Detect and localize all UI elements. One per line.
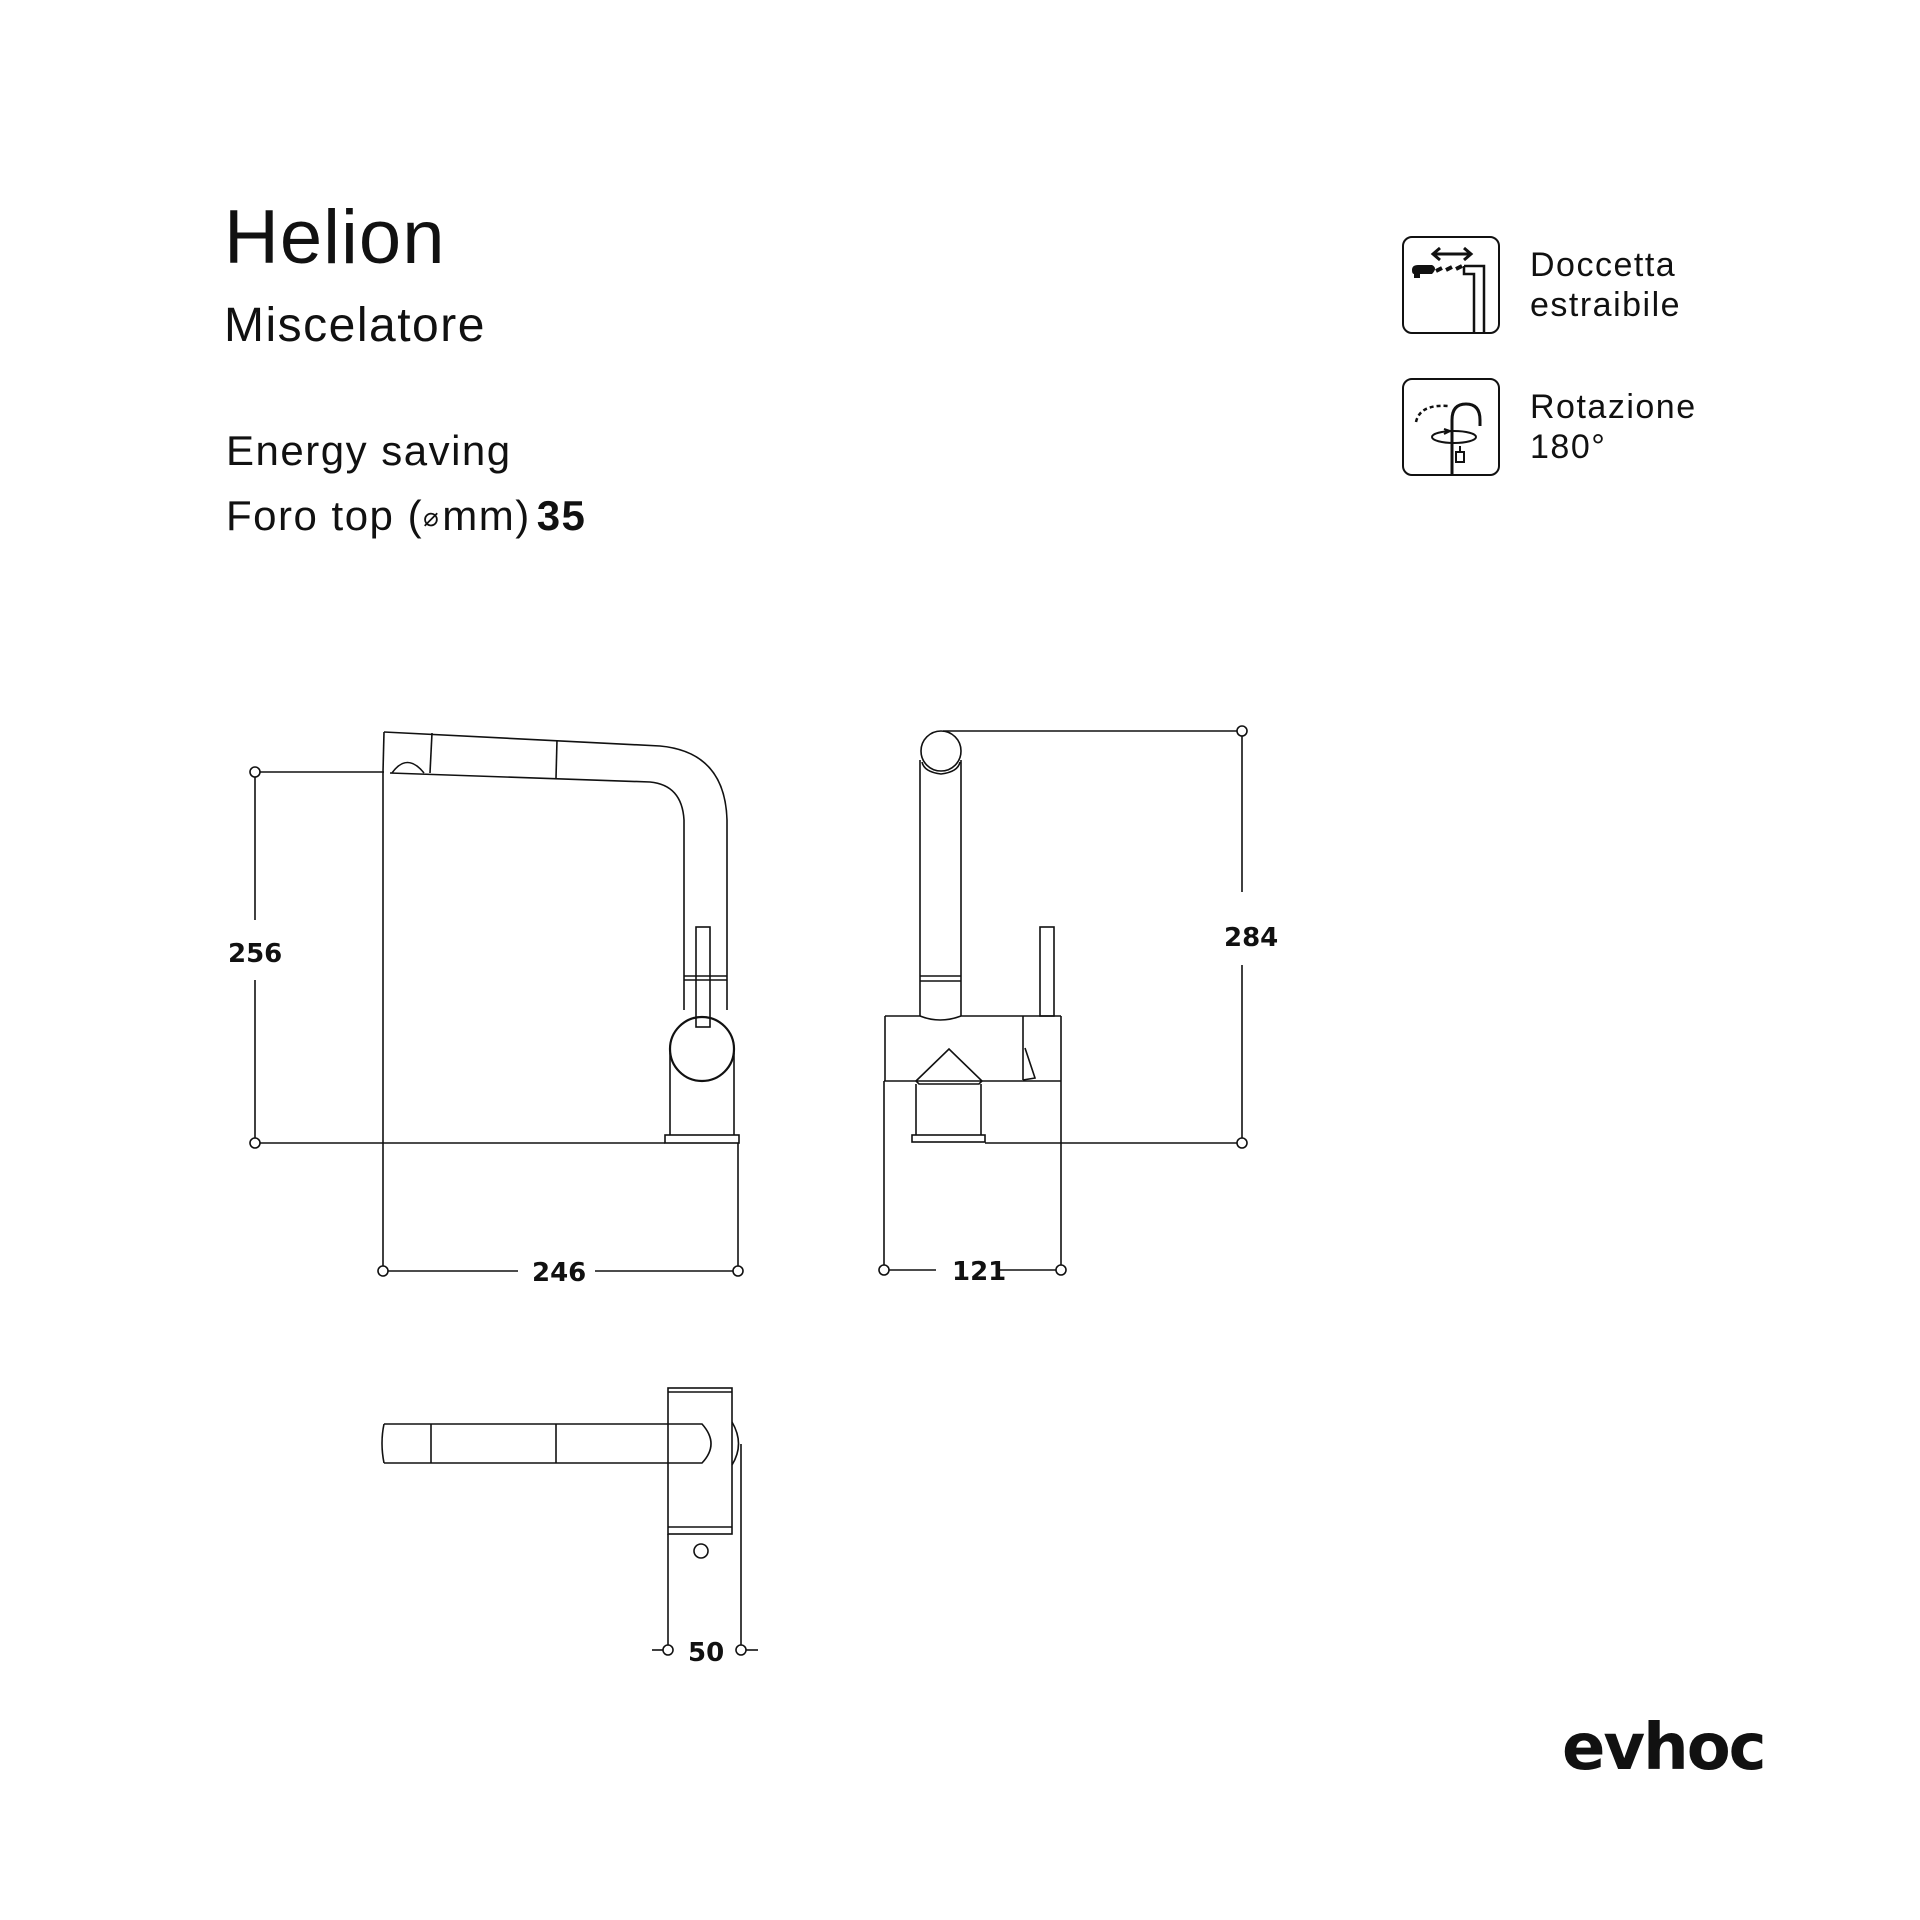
product-name: Helion xyxy=(224,195,446,280)
feature-pull-out-spray: Doccetta estraibile xyxy=(1402,236,1681,334)
diameter-icon: ⌀ xyxy=(423,502,441,532)
rotation-180-icon xyxy=(1402,378,1500,476)
pull-out-spray-icon xyxy=(1402,236,1500,334)
side-view xyxy=(878,725,1248,1276)
feature-label: Doccetta estraibile xyxy=(1530,246,1682,324)
spec-hole-diameter: Foro top (⌀mm)35 xyxy=(226,495,586,537)
hole-label: Foro top ( xyxy=(226,492,424,539)
feature-rotation-180: Rotazione 180° xyxy=(1402,378,1697,476)
top-view xyxy=(381,1387,758,1656)
dim-side-depth: 121 xyxy=(952,1257,1006,1287)
hole-value: 35 xyxy=(536,492,587,539)
spec-energy-saving: Energy saving xyxy=(226,427,512,474)
dim-side-height: 284 xyxy=(1224,923,1278,953)
feature-label: Rotazione 180° xyxy=(1530,388,1697,466)
brand-logo: evhoc xyxy=(1562,1711,1767,1785)
front-view xyxy=(249,731,744,1277)
product-type: Miscelatore xyxy=(224,299,486,352)
hole-unit: mm) xyxy=(442,492,531,539)
dim-front-reach: 246 xyxy=(532,1258,586,1288)
dim-front-height: 256 xyxy=(228,939,282,969)
dim-top-width: 50 xyxy=(688,1638,724,1668)
